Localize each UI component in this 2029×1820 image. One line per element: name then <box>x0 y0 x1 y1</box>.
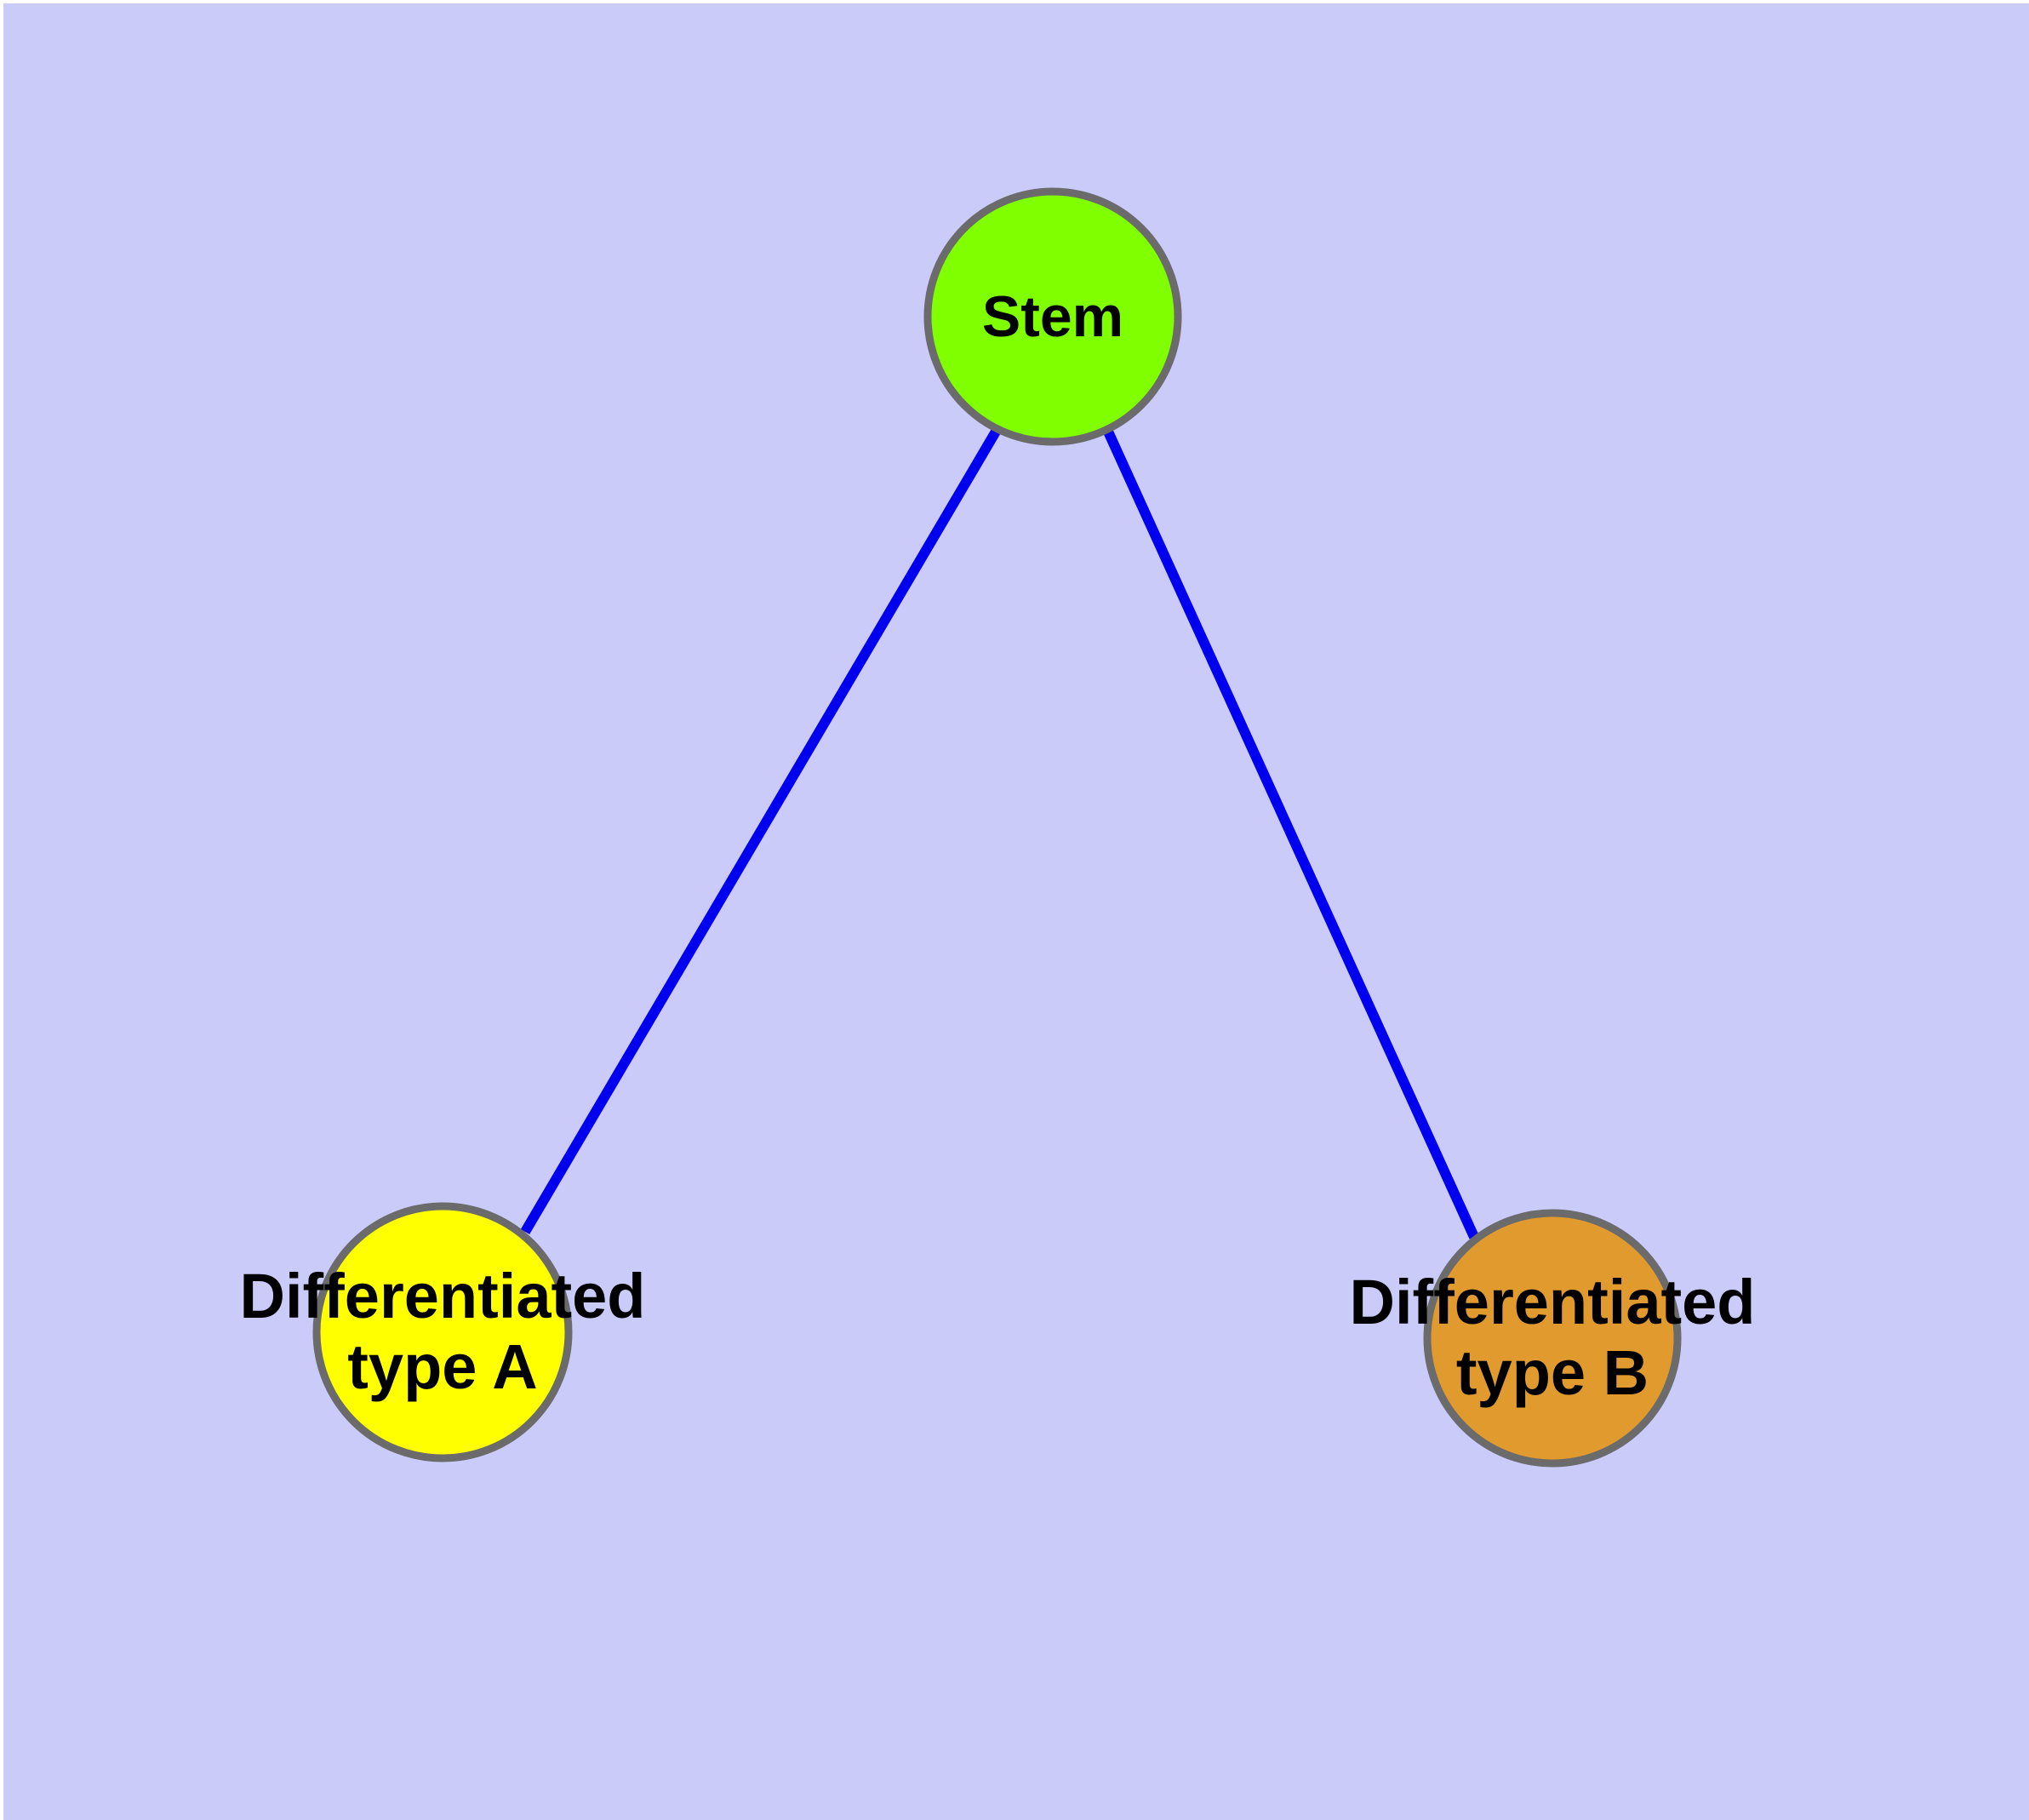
node-stem[interactable] <box>923 187 1182 446</box>
node-differentiated-type-b[interactable] <box>1423 1209 1682 1468</box>
edge-layer <box>520 428 1479 1239</box>
graph-svg <box>312 187 1682 1468</box>
node-differentiated-type-a[interactable] <box>312 1202 573 1462</box>
edge-stem-to-differentiated-type-b[interactable] <box>1103 429 1479 1239</box>
node-layer <box>312 187 1682 1468</box>
edge-stem-to-differentiated-type-a[interactable] <box>520 428 1001 1235</box>
